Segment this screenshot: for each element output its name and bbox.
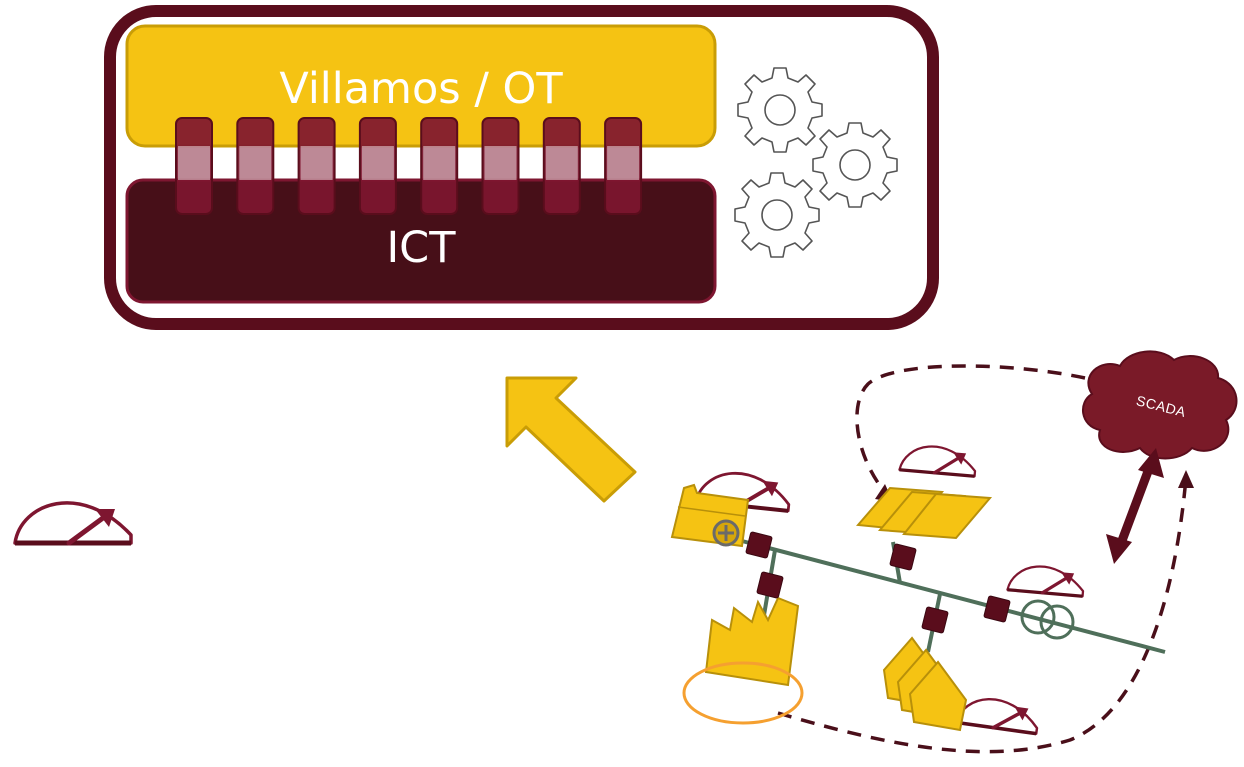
connector-gap bbox=[300, 146, 333, 180]
connector-gap bbox=[361, 146, 394, 180]
gear-icon bbox=[734, 172, 820, 258]
connector-gap bbox=[484, 146, 517, 180]
gear-icon bbox=[737, 67, 823, 153]
houses-icon bbox=[882, 636, 968, 732]
grid-node bbox=[921, 606, 949, 634]
connector-gap bbox=[545, 146, 578, 180]
comm-link-dashed bbox=[777, 477, 1188, 754]
highlight-ellipse bbox=[682, 661, 804, 725]
ot-layer-label: Villamos / OT bbox=[279, 64, 563, 114]
layer-connector bbox=[420, 117, 459, 215]
layer-connector bbox=[236, 117, 275, 215]
double-arrow-icon bbox=[1106, 448, 1164, 564]
layer-connector bbox=[297, 117, 336, 215]
layer-connector bbox=[542, 117, 581, 215]
grid-node bbox=[756, 571, 784, 599]
scada-cloud: SCADA bbox=[1082, 350, 1238, 460]
grid-node bbox=[889, 543, 917, 571]
comm-link-dashed bbox=[855, 364, 1086, 500]
transformer-icon bbox=[1020, 599, 1075, 640]
big-arrow-icon bbox=[505, 376, 637, 503]
grid-node bbox=[745, 531, 773, 559]
layer-connector bbox=[604, 117, 643, 215]
layer-connector bbox=[175, 117, 213, 215]
layer-connectors bbox=[175, 117, 643, 215]
gauge-meter-icon bbox=[1005, 562, 1087, 598]
ot-layer: Villamos / OT bbox=[125, 24, 717, 148]
gauge-meter-icon bbox=[954, 692, 1042, 736]
connector-gap bbox=[423, 146, 456, 180]
grid-scene: SCADA bbox=[670, 350, 1238, 754]
grid-line bbox=[741, 539, 1166, 654]
grid-node bbox=[983, 595, 1011, 623]
connector-gap bbox=[178, 146, 210, 180]
battery-storage-icon bbox=[670, 483, 750, 548]
gauge-meter-icon bbox=[15, 503, 131, 543]
gear-icon bbox=[812, 122, 898, 208]
layer-connector bbox=[358, 117, 397, 215]
gauge-meter-icon bbox=[897, 442, 979, 478]
connector-gap bbox=[607, 146, 640, 180]
layer-connector bbox=[481, 117, 520, 215]
solar-panel-icon bbox=[855, 486, 993, 540]
ict-layer-label: ICT bbox=[387, 223, 457, 273]
connector-gap bbox=[239, 146, 272, 180]
